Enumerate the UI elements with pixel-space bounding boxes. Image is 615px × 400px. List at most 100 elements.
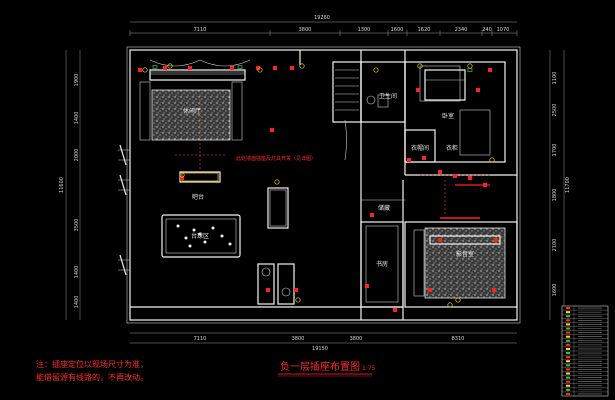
switch-symbol xyxy=(152,65,158,69)
socket-circle xyxy=(142,67,148,73)
legend-symbol xyxy=(566,307,570,310)
right-dim-5: 2100 xyxy=(552,239,558,252)
left-dim-3: 2000 xyxy=(74,149,80,162)
socket-symbol xyxy=(416,88,420,92)
billiard-ball xyxy=(211,226,215,230)
room-label-billiard: 台球区 xyxy=(191,232,209,240)
socket-symbol xyxy=(453,174,457,178)
socket-symbol xyxy=(438,238,442,242)
right-dimensions: 11700 1100 2500 1700 1800 2100 1600 xyxy=(549,50,571,320)
legend-symbol xyxy=(566,335,570,338)
bottom-dim-3: 3800 xyxy=(350,336,363,342)
drawing-scale: 1:75 xyxy=(362,365,376,372)
drawing-title: 负一层插座布置图 xyxy=(280,360,360,373)
socket-symbol xyxy=(188,66,192,70)
legend-symbol xyxy=(566,343,570,346)
left-dim-4: 3500 xyxy=(74,219,80,232)
legend-symbol xyxy=(566,388,570,391)
socket-symbol xyxy=(468,176,472,180)
socket-circle xyxy=(447,302,453,308)
legend-symbol xyxy=(566,311,570,314)
legend-symbol xyxy=(566,360,570,363)
legend-symbol xyxy=(566,327,570,330)
legend-symbol xyxy=(566,380,570,383)
socket-circle xyxy=(417,63,423,69)
socket-symbol xyxy=(422,156,426,160)
legend-symbol xyxy=(566,347,570,350)
legend-symbol xyxy=(566,376,570,379)
room-label-audio: 影音室 xyxy=(456,250,474,258)
room-label-storage: 储藏 xyxy=(378,204,390,212)
socket-circle xyxy=(295,297,301,303)
socket-symbol xyxy=(492,288,496,292)
billiard-ball xyxy=(220,234,224,238)
room-label-study: 书房 xyxy=(376,260,388,268)
legend-symbol xyxy=(566,319,570,322)
socket-symbol xyxy=(407,158,411,162)
circuit-lines xyxy=(175,95,490,219)
room-label-bar: 吧台 xyxy=(192,193,204,201)
socket-circle xyxy=(179,172,185,178)
right-dim-6: 1600 xyxy=(552,284,558,297)
left-total-dim: 11600 xyxy=(59,177,65,193)
socket-symbol xyxy=(370,213,374,217)
socket-circle xyxy=(373,67,379,73)
socket-symbol xyxy=(488,68,492,72)
room-label-wardrobe: 衣帽间 xyxy=(411,144,429,152)
room-label-living: 休闲厅 xyxy=(183,107,201,115)
switch-symbol xyxy=(467,68,473,72)
left-dim-6: 1400 xyxy=(74,296,80,309)
right-dim-1: 1100 xyxy=(552,72,558,85)
top-dim-7: 240 xyxy=(482,27,492,33)
legend-symbol xyxy=(566,323,570,326)
socket-circle xyxy=(167,63,173,69)
left-dimensions: 11600 1900 1400 2000 3500 1400 1400 xyxy=(59,50,81,320)
room-label-cloakroom: 衣柜 xyxy=(446,144,458,152)
legend-symbol xyxy=(566,384,570,387)
legend-symbol xyxy=(566,352,570,355)
billiard-ball xyxy=(176,224,180,228)
socket-symbol xyxy=(138,68,142,72)
socket-circle xyxy=(299,63,305,69)
socket-symbol xyxy=(270,128,274,132)
socket-marks xyxy=(138,63,498,312)
bottom-dimensions: 7110 3800 3800 8310 19150 xyxy=(130,332,517,352)
socket-symbol xyxy=(180,176,184,180)
legend-symbol xyxy=(566,368,570,371)
legend-symbol xyxy=(566,331,570,334)
left-dim-5: 1400 xyxy=(74,266,80,279)
billiard-ball xyxy=(188,244,192,248)
spiral-stairs xyxy=(149,59,347,161)
bottom-total-dim: 19150 xyxy=(312,346,328,352)
socket-symbol xyxy=(365,284,369,288)
top-dim-1: 7110 xyxy=(194,27,207,33)
left-dim-2: 1400 xyxy=(74,112,80,125)
furniture xyxy=(139,69,506,305)
socket-circle xyxy=(467,63,473,69)
socket-symbol xyxy=(266,288,270,292)
room-label-bedroom: 卧室 xyxy=(442,112,454,120)
right-dim-3: 1700 xyxy=(552,144,558,157)
socket-circle xyxy=(455,297,461,303)
legend-symbol xyxy=(566,372,570,375)
socket-symbol xyxy=(256,66,260,70)
socket-symbol xyxy=(230,66,234,70)
footnote-line-1: 注：插座定位以现场尺寸为准， xyxy=(36,359,148,369)
outer-walls xyxy=(118,46,521,324)
right-total-dim: 11700 xyxy=(565,177,571,193)
drawing-title-block: 负一层插座布置图 1:75 xyxy=(278,360,376,377)
socket-symbol xyxy=(273,66,277,70)
billiard-ball xyxy=(203,240,207,244)
top-dim-2: 3800 xyxy=(299,27,312,33)
bottom-dim-1: 7110 xyxy=(194,336,207,342)
billiard-ball xyxy=(228,242,232,246)
left-dim-1: 1900 xyxy=(74,74,80,87)
socket-symbol xyxy=(290,66,294,70)
socket-symbol xyxy=(494,238,498,242)
socket-symbol xyxy=(476,88,480,92)
top-total-dim: 19260 xyxy=(314,15,330,21)
switch-symbol xyxy=(237,65,243,69)
room-label-washroom: 卫生间 xyxy=(379,92,397,100)
room-labels: 休闲厅 吧台 台球区 卫生间 卧室 衣帽间 衣柜 书房 影音室 储藏 xyxy=(183,92,474,268)
